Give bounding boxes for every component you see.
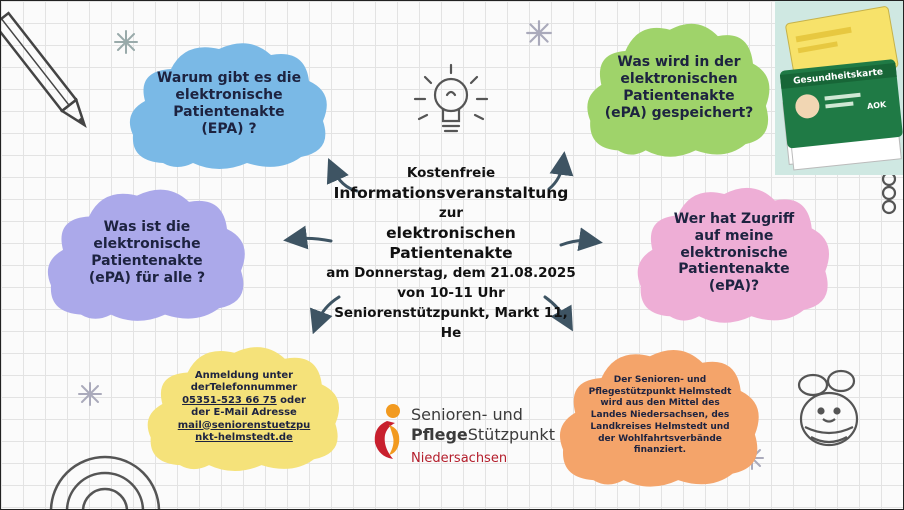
logo: Senioren- und PflegeStützpunkt Niedersac… <box>367 399 555 479</box>
cloud-funding: Der Senioren- und Pflegestützpunkt Helms… <box>553 341 767 491</box>
logo-line-2: PflegeStützpunkt <box>411 425 555 444</box>
bee-icon <box>797 369 859 447</box>
event-announcement: Kostenfreie Informationsveranstaltung zu… <box>323 163 579 343</box>
center-line-7: Seniorenstützpunkt, Markt 11, <box>334 305 568 321</box>
lightbulb-icon <box>413 63 489 133</box>
arrow-left <box>283 225 333 250</box>
arrow-right <box>559 227 603 252</box>
star-icon <box>114 30 138 54</box>
center-line-3: zur <box>438 205 464 221</box>
star-icon <box>78 382 102 406</box>
rainbow-icon <box>49 455 161 509</box>
arrow-down-right <box>543 295 573 332</box>
center-line-2: Informationsveranstaltung <box>333 184 569 202</box>
logo-line-1: Senioren- und <box>411 405 523 424</box>
cloud-registration: Anmeldung unter derTelefonnummer 05351-5… <box>141 339 347 475</box>
center-line-8: He <box>440 325 462 341</box>
logo-mark-icon <box>374 404 400 459</box>
cloud-reg-text: Anmeldung unter derTelefonnummer 05351-5… <box>177 369 311 444</box>
pencil-icon <box>1 11 87 128</box>
cloud-fund-text: Der Senioren- und Pflegestützpunkt Helms… <box>588 375 732 456</box>
arrow-up-left <box>326 158 359 193</box>
health-card-illustration: Gesundheitskarte AOK <box>775 1 903 175</box>
arrow-down-left <box>309 295 341 335</box>
arrow-up-right <box>547 151 574 191</box>
center-line-4: elektronischen Patientenakte <box>386 224 516 262</box>
logo-line-3: Niedersachsen <box>411 451 508 466</box>
center-line-5: am Donnerstag, dem 21.08.2025 <box>326 265 576 281</box>
center-line-6: von 10-11 Uhr <box>397 285 505 301</box>
center-line-1: Kostenfreie <box>406 165 496 181</box>
phone-link[interactable]: 05351-523 66 75 <box>182 394 277 406</box>
spiral-icon <box>881 171 897 215</box>
star-icon <box>526 20 552 46</box>
